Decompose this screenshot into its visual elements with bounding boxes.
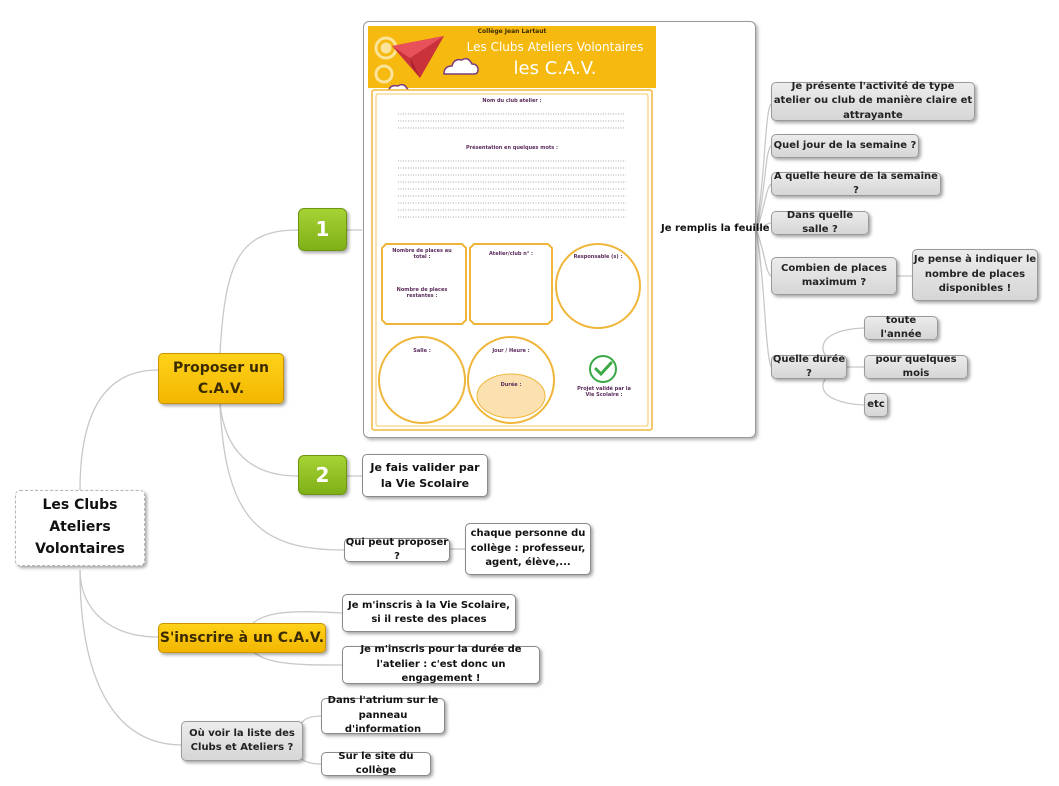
detail-presente[interactable]: Je présente l'activité de type atelier o… <box>771 80 975 121</box>
inscrire-a[interactable]: Je m'inscris à la Vie Scolaire, si il re… <box>342 594 516 632</box>
step-1-label: 1 <box>315 217 330 241</box>
qui-peut-proposer[interactable]: Qui peut proposer ? <box>344 536 450 563</box>
duree-mois[interactable]: pour quelques mois <box>864 353 968 380</box>
qui-label: Qui peut proposer ? <box>345 536 449 563</box>
form-places-total: Nombre de places au total : <box>392 248 452 260</box>
step-2-label: 2 <box>315 462 330 487</box>
step-1-text: Je remplis la feuille <box>661 223 770 234</box>
duree-etc-label: etc <box>867 398 885 410</box>
liste-a[interactable]: Dans l'atrium sur le panneau d'informati… <box>321 695 445 735</box>
form-nom-label: Nom du club atelier : <box>482 98 542 104</box>
detail-places-label: Combien de places maximum ? <box>780 262 887 289</box>
form-atelier-num: Atelier/club n° : <box>488 251 534 257</box>
step-1-badge[interactable]: 1 <box>298 208 347 251</box>
step-2-text[interactable]: Je fais valider par la Vie Scolaire <box>362 454 488 497</box>
detail-heure[interactable]: A quelle heure de la semaine ? <box>771 170 941 197</box>
form-valide: Projet validé par la Vie Scolaire : <box>577 386 631 398</box>
detail-presente-label: Je présente l'activité de type atelier o… <box>773 80 973 121</box>
detail-duree[interactable]: Quelle durée ? <box>771 353 847 380</box>
detail-salle[interactable]: Dans quelle salle ? <box>771 209 869 236</box>
inscrire-a-label: Je m'inscris à la Vie Scolaire, si il re… <box>348 599 510 626</box>
duree-etc[interactable]: etc <box>864 393 888 417</box>
central-topic[interactable]: Les Clubs Ateliers Volontaires <box>15 490 145 566</box>
branch-proposer-label: Proposer un C.A.V. <box>173 360 269 397</box>
form-places-restantes: Nombre de places restantes : <box>396 287 448 299</box>
detail-jour-label: Quel jour de la semaine ? <box>773 139 917 151</box>
step-2-badge[interactable]: 2 <box>298 455 347 495</box>
detail-places[interactable]: Combien de places maximum ? <box>771 257 897 295</box>
step-2-text-label: Je fais valider par la Vie Scolaire <box>370 460 480 490</box>
inscrire-b[interactable]: Je m'inscris pour la durée de l'atelier … <box>342 644 540 685</box>
form-subtitle: les C.A.V. <box>513 58 597 79</box>
detail-salle-label: Dans quelle salle ? <box>786 209 854 236</box>
branch-liste[interactable]: Où voir la liste des Clubs et Ateliers ? <box>181 721 303 761</box>
form-title: Les Clubs Ateliers Volontaires <box>466 40 644 54</box>
detail-duree-label: Quelle durée ? <box>772 353 846 380</box>
form-school: Collège Jean Lartaut <box>477 28 547 35</box>
branch-inscrire-label: S'inscrire à un C.A.V. <box>159 629 325 646</box>
form-duree: Durée : <box>500 382 522 388</box>
detail-places-note-label: Je pense à indiquer le nombre de places … <box>913 254 1037 295</box>
central-topic-label: Les Clubs Ateliers Volontaires <box>35 497 125 557</box>
form-jour: Jour / Heure : <box>492 348 530 354</box>
qui-answer-label: chaque personne du collège : professeur,… <box>470 528 586 569</box>
detail-places-note[interactable]: Je pense à indiquer le nombre de places … <box>912 249 1038 301</box>
detail-heure-label: A quelle heure de la semaine ? <box>774 170 938 197</box>
detail-jour[interactable]: Quel jour de la semaine ? <box>771 134 919 158</box>
form-responsable: Responsable (s) : <box>573 254 623 260</box>
branch-liste-label: Où voir la liste des Clubs et Ateliers ? <box>189 727 295 754</box>
form-salle: Salle : <box>413 348 431 354</box>
paper-plane-icon <box>392 36 444 78</box>
liste-b-label: Sur le site du collège <box>338 750 414 777</box>
qui-answer[interactable]: chaque personne du collège : professeur,… <box>465 523 591 575</box>
liste-a-label: Dans l'atrium sur le panneau d'informati… <box>327 695 439 736</box>
form-sheet-image <box>368 26 656 431</box>
form-presentation-label: Présentation en quelques mots : <box>466 145 558 151</box>
branch-inscrire[interactable]: S'inscrire à un C.A.V. <box>158 623 326 653</box>
duree-annee-label: toute l'année <box>880 314 922 341</box>
duree-annee[interactable]: toute l'année <box>864 314 938 341</box>
check-icon <box>589 355 617 383</box>
duree-mois-label: pour quelques mois <box>875 353 957 380</box>
branch-proposer[interactable]: Proposer un C.A.V. <box>158 353 284 404</box>
inscrire-b-label: Je m'inscris pour la durée de l'atelier … <box>360 644 522 685</box>
liste-b[interactable]: Sur le site du collège <box>321 750 431 777</box>
form-sheet-node[interactable]: Collège Jean Lartaut Les Clubs Ateliers … <box>363 21 770 438</box>
